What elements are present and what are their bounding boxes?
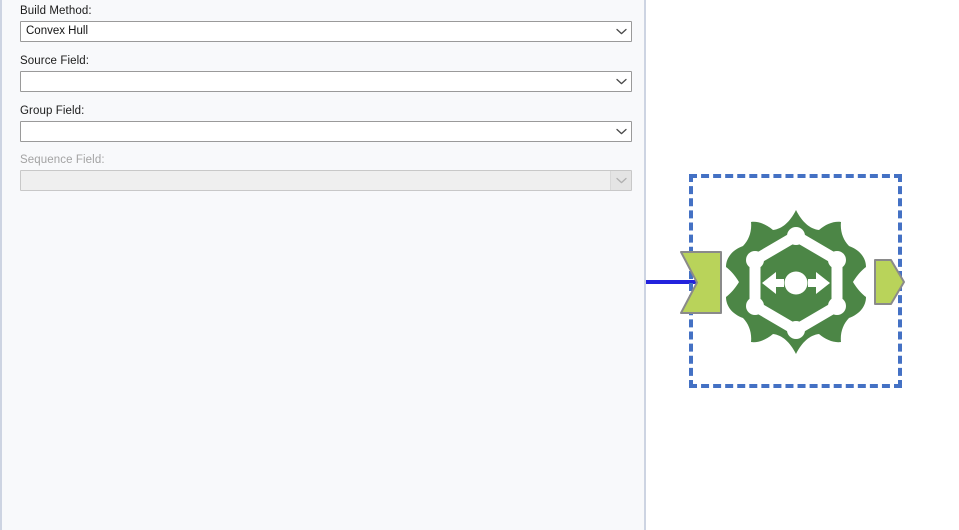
field-group-sequence-field: Sequence Field: xyxy=(20,149,632,191)
group-field-label: Group Field: xyxy=(20,105,85,117)
chevron-down-icon[interactable] xyxy=(611,122,631,141)
source-field-combobox[interactable] xyxy=(20,71,632,92)
build-polygons-tool-icon[interactable] xyxy=(726,208,866,356)
chevron-down-icon[interactable] xyxy=(611,22,631,41)
sequence-field-combobox xyxy=(20,170,632,191)
parameters-form: Build Method: Convex Hull Source Field: xyxy=(20,0,632,191)
chevron-down-icon[interactable] xyxy=(611,72,631,91)
build-method-label: Build Method: xyxy=(20,5,92,17)
field-group-group-field: Group Field: xyxy=(20,100,632,142)
node-input-connector[interactable] xyxy=(646,280,696,284)
node-input-port[interactable] xyxy=(679,250,723,315)
node-output-port[interactable] xyxy=(873,258,906,306)
tool-parameters-panel: Build Method: Convex Hull Source Field: xyxy=(0,0,646,530)
sequence-field-label: Sequence Field: xyxy=(20,154,105,166)
workflow-canvas[interactable] xyxy=(646,0,959,530)
field-group-build-method: Build Method: Convex Hull xyxy=(20,0,632,42)
build-method-value: Convex Hull xyxy=(26,25,88,37)
field-group-source-field: Source Field: xyxy=(20,50,632,92)
group-field-combobox[interactable] xyxy=(20,121,632,142)
chevron-down-icon xyxy=(610,171,631,190)
source-field-label: Source Field: xyxy=(20,55,90,67)
build-method-combobox[interactable]: Convex Hull xyxy=(20,21,632,42)
